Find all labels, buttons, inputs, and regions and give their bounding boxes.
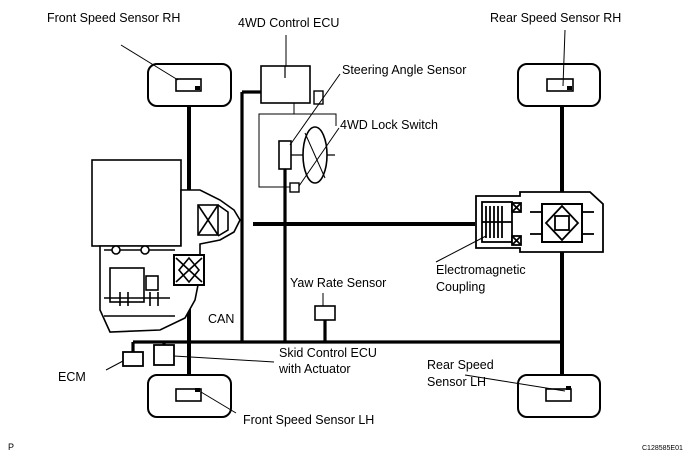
label-coupling: Coupling [436,280,485,294]
4wd-ecu-aux-box [313,90,324,105]
label-front-speed-sensor-rh: Front Speed Sensor RH [47,11,180,25]
front-wheel-rh [147,63,232,107]
label-ecm: ECM [58,370,86,384]
front-wheel-lh [147,374,232,418]
label-4wd-control-ecu: 4WD Control ECU [238,16,339,30]
ecm-box [122,351,144,367]
label-skid-control-ecu: Skid Control ECU [279,346,377,360]
page-marker: P [8,442,14,452]
label-can: CAN [208,312,234,326]
figure-code: C128585E01 [642,445,683,452]
rear-wheel-lh [517,374,601,418]
label-with-actuator: with Actuator [278,362,351,376]
steering-angle-sensor-box [278,140,292,170]
steering-wheel-spoke [304,132,326,179]
can-bus [131,90,562,352]
label-4wd-lock-switch: 4WD Lock Switch [340,118,438,132]
rear-wheel-rh [517,63,601,107]
label-rear-speed-sensor-rh: Rear Speed Sensor RH [490,11,621,25]
label-front-speed-sensor-lh: Front Speed Sensor LH [243,413,374,427]
engine-transaxle [91,159,241,333]
skid-control-ecu-box [153,344,175,366]
label-rear-speed: Rear Speed [427,358,494,372]
label-yaw-rate-sensor: Yaw Rate Sensor [290,276,386,290]
leader-lines [105,29,566,414]
label-electromagnetic: Electromagnetic [436,263,526,277]
yaw-rate-sensor-box [314,305,336,321]
label-sensor-lh: Sensor LH [427,375,486,389]
4wd-lock-switch-box [289,182,300,193]
4wd-control-ecu-box [260,65,311,104]
harness-loop [258,103,337,188]
label-steering-angle-sensor: Steering Angle Sensor [342,63,466,77]
rear-differential-coupling [475,191,604,253]
